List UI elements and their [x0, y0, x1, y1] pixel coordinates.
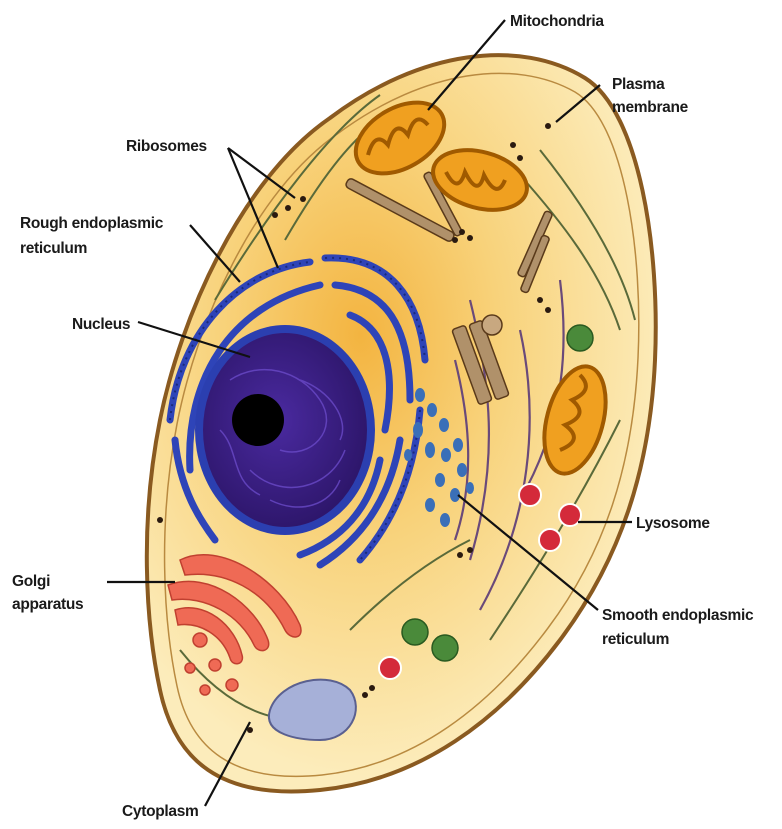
label-plasma-membrane-line1: Plasma: [612, 76, 665, 93]
label-smooth-er-line2: reticulum: [602, 631, 669, 648]
label-mitochondria: Mitochondria: [510, 13, 604, 30]
label-rough-er-line2: reticulum: [20, 240, 87, 257]
nucleolus: [232, 394, 284, 446]
label-smooth-er-line1: Smooth endoplasmic: [602, 607, 754, 624]
label-nucleus: Nucleus: [72, 316, 130, 333]
label-lysosome: Lysosome: [636, 515, 710, 532]
label-ribosomes: Ribosomes: [126, 138, 207, 155]
label-cytoplasm: Cytoplasm: [122, 803, 199, 820]
label-golgi-line1: Golgi: [12, 573, 50, 590]
label-golgi-line2: apparatus: [12, 596, 83, 613]
nucleus: [195, 325, 375, 535]
label-rough-er-line1: Rough endoplasmic: [20, 215, 164, 232]
label-plasma-membrane-line2: membrane: [612, 99, 689, 116]
centriole-top: [482, 315, 502, 335]
